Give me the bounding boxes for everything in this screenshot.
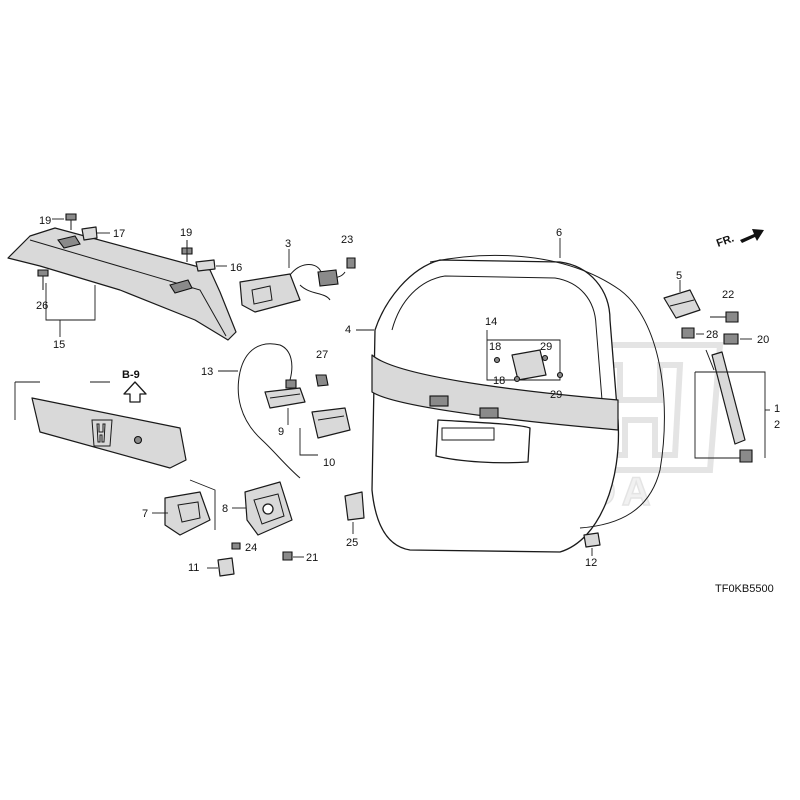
clip-26	[37, 269, 49, 290]
callout-19a: 19	[39, 215, 51, 227]
bolt-19-left	[65, 213, 77, 230]
callout-14: 14	[485, 316, 497, 328]
callout-6: 6	[556, 227, 562, 239]
tailgate-latch	[244, 481, 293, 536]
callout-2: 2	[774, 419, 780, 431]
tailgate-actuator	[239, 264, 346, 313]
callout-10: 10	[323, 457, 335, 469]
callout-7: 7	[142, 508, 148, 520]
callout-18a: 18	[489, 341, 501, 353]
callout-17: 17	[113, 228, 125, 240]
callout-4: 4	[345, 324, 351, 336]
callout-16: 16	[230, 262, 242, 274]
honda-emblem-icon	[91, 419, 113, 447]
bolt-20	[723, 333, 739, 345]
nut-28	[681, 327, 695, 339]
callout-23: 23	[341, 234, 353, 246]
reference-label: B-9	[122, 369, 140, 381]
callout-3: 3	[285, 238, 291, 250]
callout-12: 12	[585, 557, 597, 569]
clip-17	[81, 226, 98, 241]
tailgate-switch	[264, 387, 306, 409]
inner-bracket	[486, 330, 564, 383]
clip-16	[195, 259, 216, 272]
callout-28: 28	[706, 329, 718, 341]
callout-19b: 19	[180, 227, 192, 239]
bolt-19-middle	[181, 240, 193, 262]
clip-23	[346, 257, 356, 269]
callout-29b: 29	[550, 389, 562, 401]
callout-15: 15	[53, 339, 65, 351]
bolt-21	[282, 551, 293, 561]
callout-25: 25	[346, 537, 358, 549]
callout-21: 21	[306, 552, 318, 564]
callout-24: 24	[245, 542, 257, 554]
license-lamp	[311, 407, 351, 439]
tailgate-panel	[371, 259, 620, 553]
callout-26: 26	[36, 300, 48, 312]
callout-27: 27	[316, 349, 328, 361]
rear-spoiler	[7, 227, 237, 341]
gas-strut	[694, 349, 766, 463]
callout-5: 5	[676, 270, 682, 282]
callout-18b: 18	[493, 375, 505, 387]
nut-27	[315, 374, 329, 387]
callout-11: 11	[188, 562, 199, 574]
callout-1: 1	[774, 403, 780, 415]
reference-arrow-icon	[123, 381, 147, 403]
front-direction-arrow: FR.	[715, 229, 764, 250]
bumper-25	[344, 491, 365, 521]
callout-22: 22	[722, 289, 734, 301]
bolt-24	[231, 542, 241, 550]
front-arrow-icon	[740, 229, 764, 243]
front-direction-label: FR.	[715, 232, 736, 249]
clip-11	[217, 557, 235, 577]
callout-9: 9	[278, 426, 284, 438]
tailgate-hinge	[663, 289, 701, 319]
bumper-12	[583, 532, 601, 548]
tailgate-garnish	[14, 381, 187, 469]
tailgate-weatherstrip	[429, 254, 665, 529]
bolt-22	[710, 311, 739, 323]
callout-29a: 29	[540, 341, 552, 353]
callout-13: 13	[201, 366, 213, 378]
release-cable	[237, 343, 301, 479]
lock-cylinder	[164, 491, 211, 536]
callout-20: 20	[757, 334, 769, 346]
callout-8: 8	[222, 503, 228, 515]
diagram-code: TF0KB5500	[715, 583, 774, 595]
